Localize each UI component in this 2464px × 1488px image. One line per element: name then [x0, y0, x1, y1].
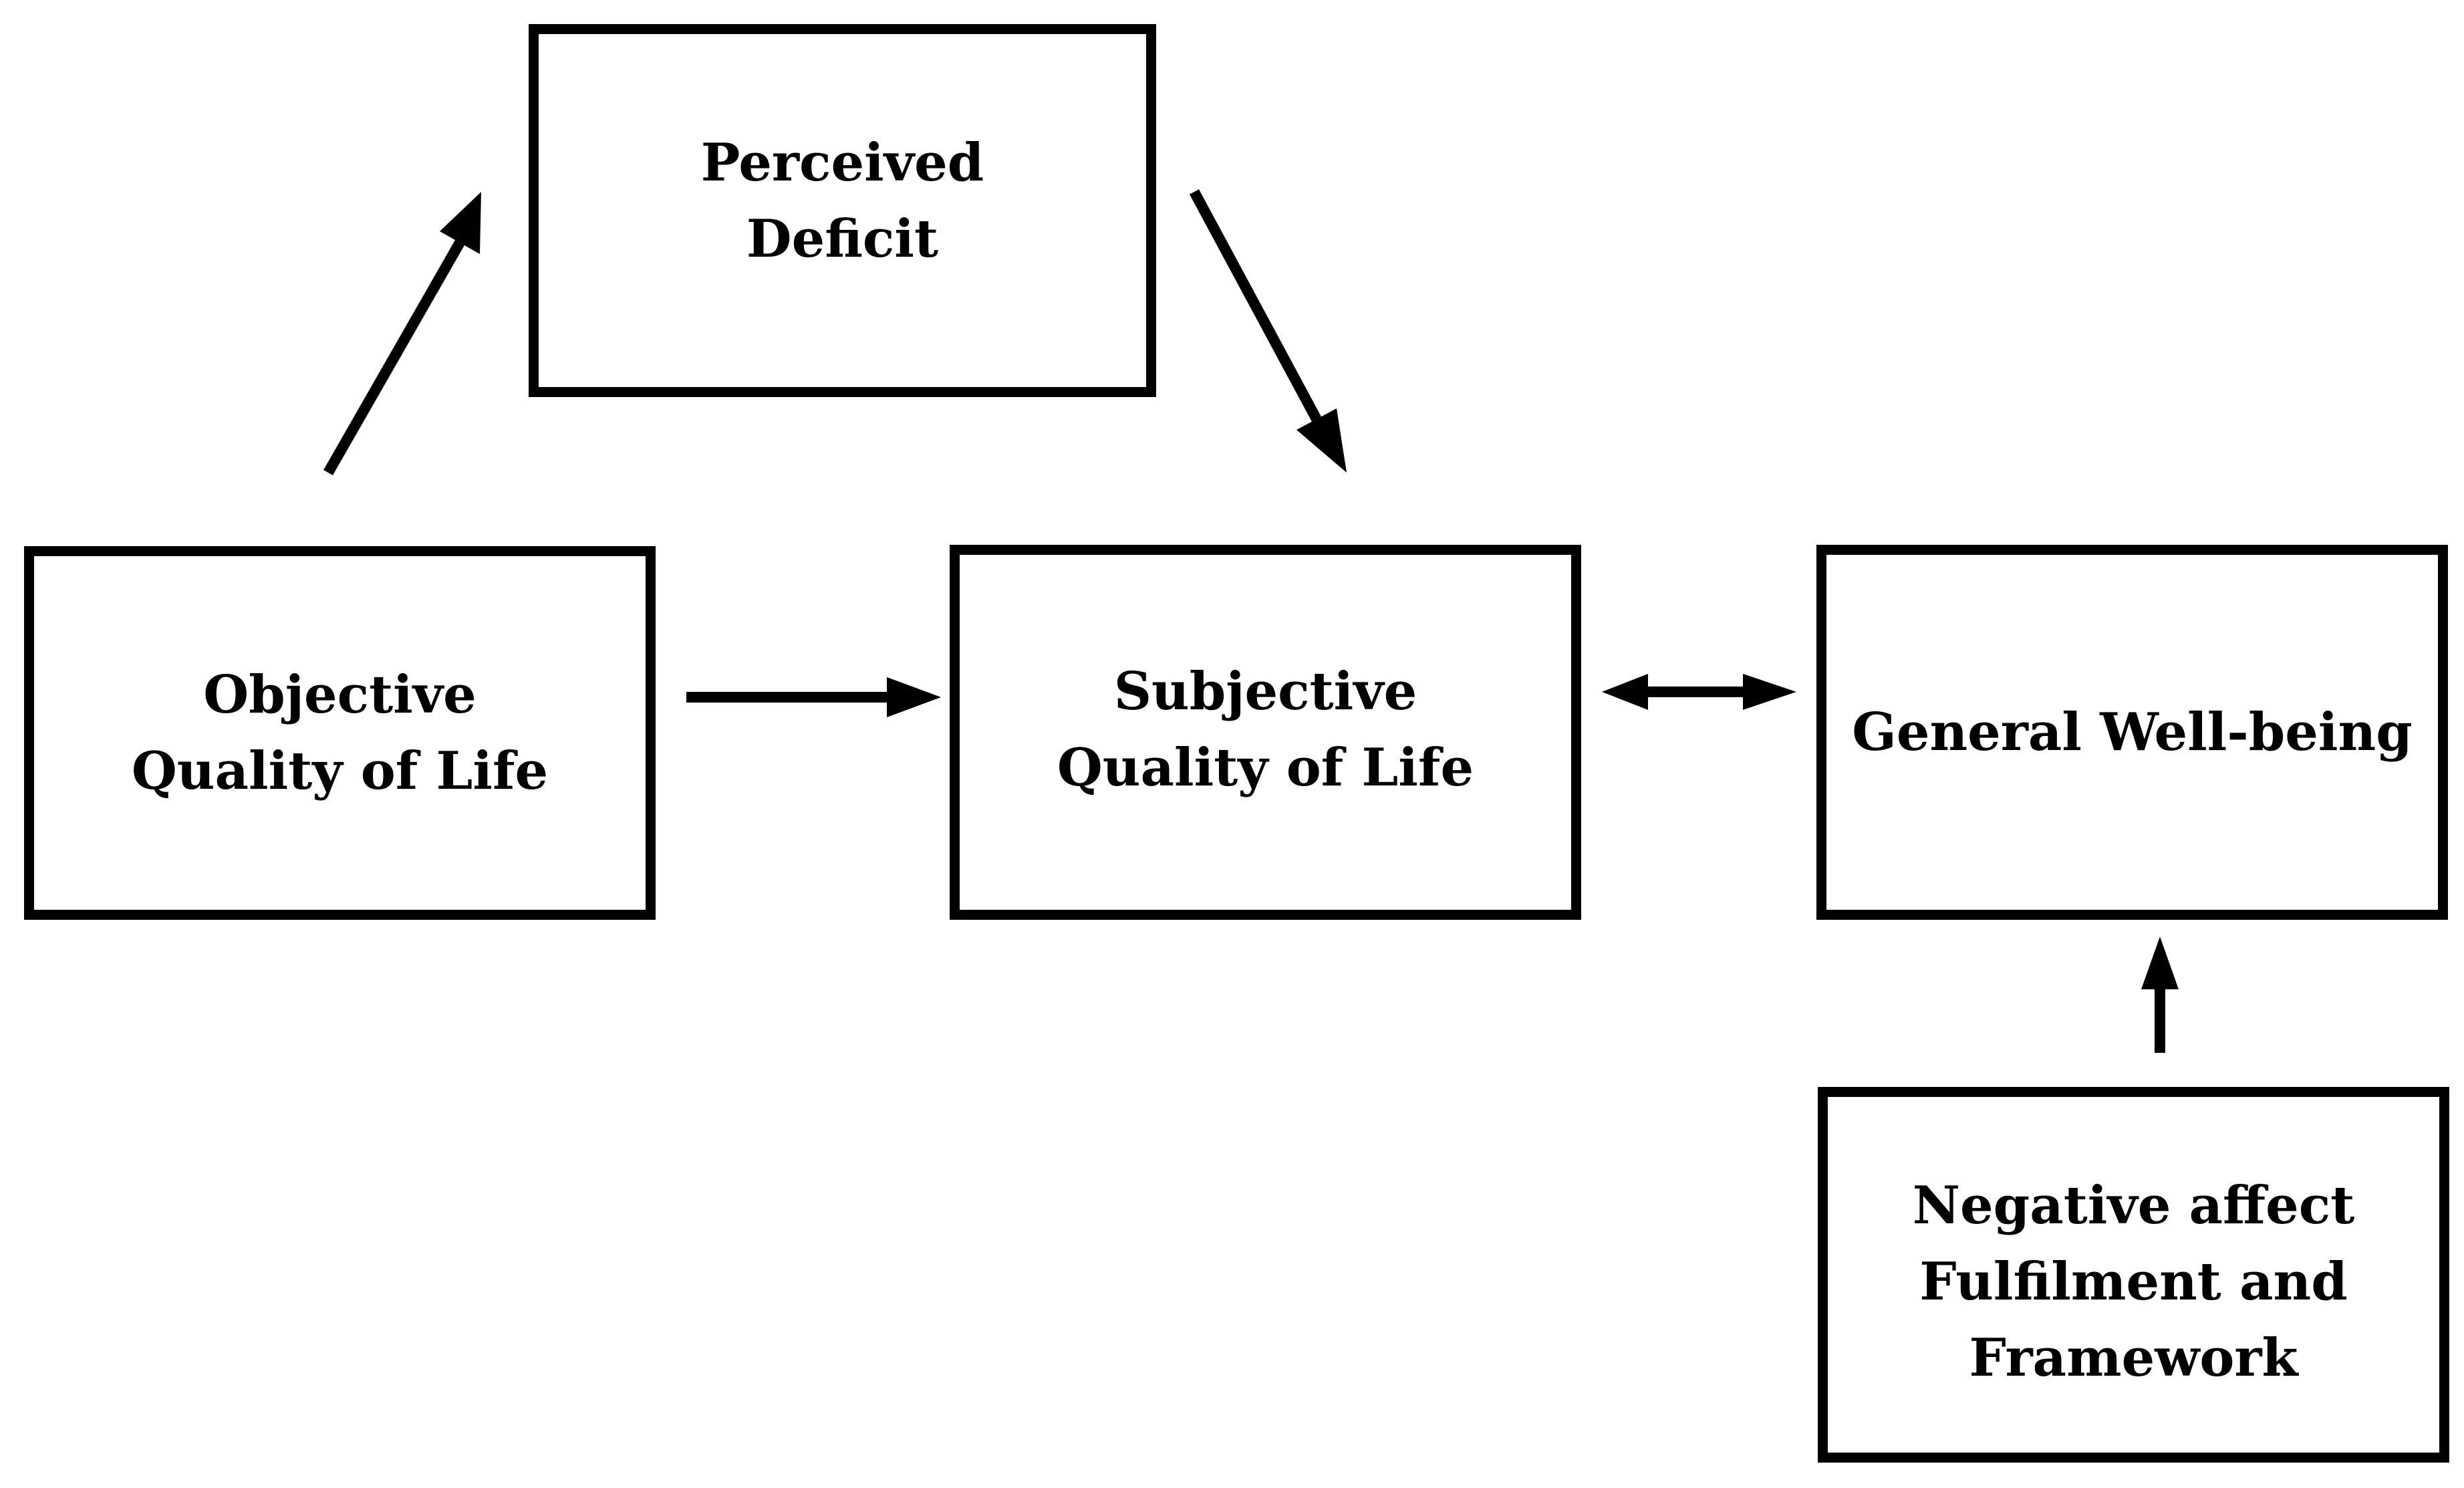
objective-quality-of-life-label: Objective Quality of Life [131, 664, 549, 801]
arrow-objective-to-subjective [686, 677, 941, 717]
subjective-quality-of-life-label: Subjective Quality of Life [1057, 660, 1474, 798]
arrow-subjective-wellbeing-bidirectional [1602, 674, 1796, 710]
general-well-being-box: General Well-being [1816, 545, 2448, 920]
subjective-quality-of-life-box: Subjective Quality of Life [950, 545, 1581, 920]
arrow-negative-affect-to-wellbeing [2141, 937, 2179, 1053]
negative-affect-box: Negative affect Fulfilment and Framework [1818, 1087, 2449, 1463]
objective-quality-of-life-box: Objective Quality of Life [24, 546, 656, 920]
perceived-deficit-box: Perceived Deficit [529, 24, 1156, 397]
negative-affect-label: Negative affect Fulfilment and Framework [1912, 1175, 2355, 1388]
arrow-objective-to-perceived [323, 192, 481, 475]
arrow-perceived-to-subjective [1189, 189, 1347, 473]
general-well-being-label: General Well-being [1852, 701, 2413, 763]
perceived-deficit-label: Perceived Deficit [700, 132, 984, 269]
